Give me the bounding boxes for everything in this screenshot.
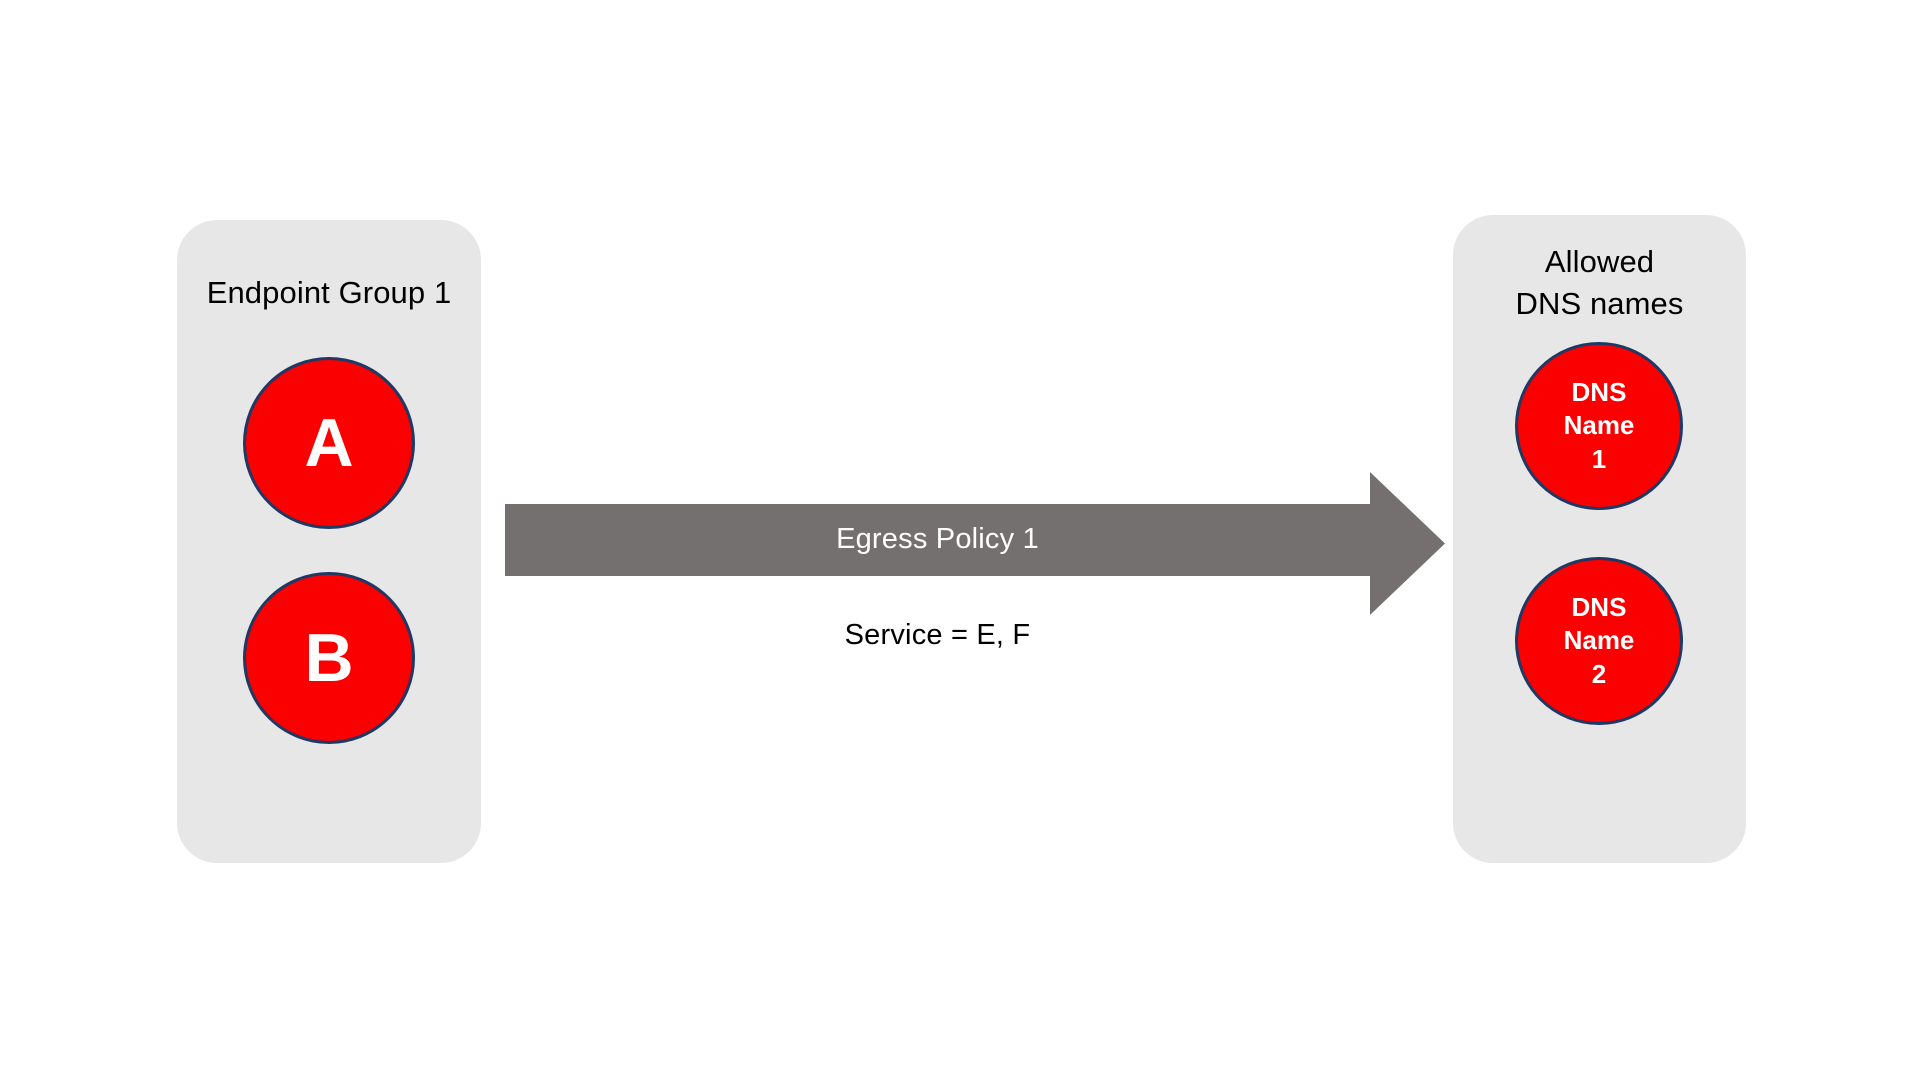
egress-policy-arrow-icon[interactable] xyxy=(500,466,1450,621)
endpoint-node-a[interactable]: A xyxy=(243,357,415,529)
allowed-dns-names-panel: Allowed DNS names DNS Name 1 DNS Name 2 xyxy=(1453,215,1746,863)
dns-name-1-label: DNS Name 1 xyxy=(1563,377,1635,474)
dns-name-1-node[interactable]: DNS Name 1 xyxy=(1515,342,1683,510)
dns-name-2-node[interactable]: DNS Name 2 xyxy=(1515,557,1683,725)
dns-name-2-label: DNS Name 2 xyxy=(1563,592,1635,689)
allowed-dns-names-title: Allowed DNS names xyxy=(1515,244,1684,322)
egress-policy-label: Egress Policy 1 xyxy=(836,523,1039,555)
arrow-polygon xyxy=(505,472,1445,615)
endpoint-node-b-label: B xyxy=(304,620,354,696)
endpoint-node-b[interactable]: B xyxy=(243,572,415,744)
endpoint-group-title: Endpoint Group 1 xyxy=(206,275,452,310)
arrow-right-shape xyxy=(505,472,1445,615)
service-label: Service = E, F xyxy=(844,619,1031,651)
endpoint-node-a-label: A xyxy=(304,405,354,481)
endpoint-group-panel: Endpoint Group 1 A B xyxy=(177,220,481,863)
